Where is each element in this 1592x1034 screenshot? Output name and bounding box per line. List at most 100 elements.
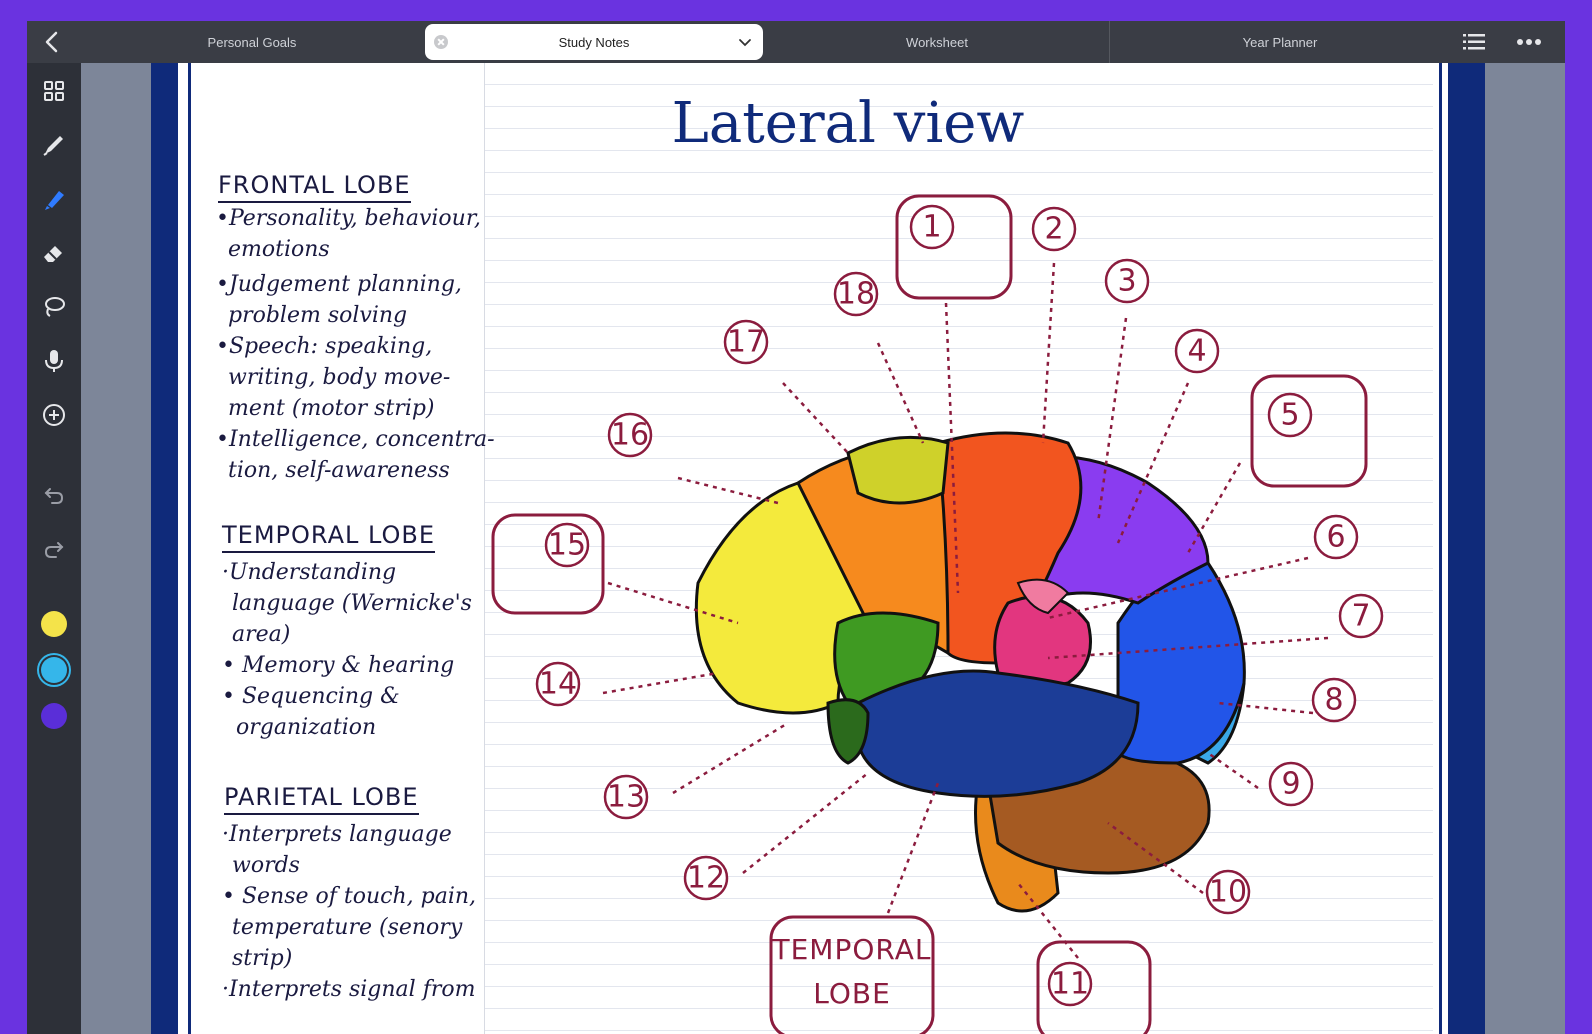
highlighter-icon xyxy=(45,191,64,210)
microphone-icon xyxy=(45,350,63,372)
temporal-box-line-2: LOBE xyxy=(813,977,891,1010)
note-line: •Personality, behaviour, xyxy=(216,206,481,231)
leader-line-9 xyxy=(1207,751,1259,790)
note-line: ·Interprets language xyxy=(222,822,452,847)
microphone-button[interactable] xyxy=(40,347,68,375)
leader-line-12 xyxy=(742,772,869,874)
note-line: tion, self-awareness xyxy=(228,458,450,483)
label-circle-17 xyxy=(723,319,769,365)
more-icon[interactable] xyxy=(1516,38,1542,46)
note-line: • Sequencing & xyxy=(222,684,400,709)
lasso-tool[interactable] xyxy=(40,293,68,321)
grid-button[interactable] xyxy=(40,77,68,105)
tab-study-notes[interactable]: Study Notes xyxy=(425,24,763,60)
label-box-1 xyxy=(895,194,1013,300)
label-text-1: 1 xyxy=(922,210,941,245)
brain-diagram: 1 2 3 4 5 6 7 8 9 10 11 12 13 14 15 16 1 xyxy=(491,194,1384,1034)
temporal-pole xyxy=(826,698,870,765)
notebook-page[interactable]: Lateral view FRONTAL LOBE •Personality, … xyxy=(178,63,1448,1034)
leader-line-18 xyxy=(876,342,925,444)
list-icon[interactable] xyxy=(1463,32,1485,52)
undo-button[interactable] xyxy=(40,481,68,509)
label-circle-11 xyxy=(1047,961,1093,1007)
temporal-lobe-heading: TEMPORAL LOBE xyxy=(222,521,436,553)
note-line: temperature (senory xyxy=(232,915,463,940)
grid-icon xyxy=(44,81,64,101)
app-window: Personal Goals Study Notes Worksheet Yea… xyxy=(27,21,1565,1034)
redo-icon xyxy=(44,542,64,558)
leader-line-13 xyxy=(672,721,789,795)
note-line: writing, body move- xyxy=(228,365,451,390)
tab-label: Worksheet xyxy=(906,34,968,50)
label-box-11 xyxy=(1036,940,1152,1034)
add-button[interactable] xyxy=(40,401,68,429)
note-line: •Intelligence, concentra- xyxy=(216,427,495,452)
label-circle-8 xyxy=(1311,677,1357,723)
tab-personal-goals[interactable]: Personal Goals xyxy=(87,21,417,63)
color-swatch-yellow[interactable] xyxy=(41,611,67,637)
label-text-11: 11 xyxy=(1051,967,1089,1002)
close-tab-icon[interactable] xyxy=(434,35,448,49)
leader-line-4 xyxy=(1116,382,1190,544)
label-text-17: 17 xyxy=(727,325,765,360)
label-circle-14 xyxy=(535,661,581,707)
label-box-5 xyxy=(1250,374,1368,488)
eraser-icon xyxy=(44,246,62,262)
note-line: emotions xyxy=(228,237,330,262)
label-text-12: 12 xyxy=(687,861,725,896)
pen-icon xyxy=(43,136,63,156)
leader-line-17 xyxy=(782,382,849,454)
chevron-down-icon[interactable] xyxy=(737,34,753,50)
note-line: • Memory & hearing xyxy=(222,653,455,678)
leader-line-temporal xyxy=(886,782,940,914)
chevron-left-icon xyxy=(45,31,58,53)
tool-sidebar xyxy=(27,63,81,1034)
note-line: ment (motor strip) xyxy=(228,396,435,421)
notebook-page-frame: Lateral view FRONTAL LOBE •Personality, … xyxy=(151,63,1485,1034)
add-icon xyxy=(43,404,65,426)
tab-bar: Personal Goals Study Notes Worksheet Yea… xyxy=(27,21,1565,63)
eraser-tool[interactable] xyxy=(40,239,68,267)
label-circle-16 xyxy=(607,412,653,458)
label-circle-15 xyxy=(544,522,590,568)
label-text-3: 3 xyxy=(1117,264,1136,299)
label-text-13: 13 xyxy=(607,780,645,815)
back-button[interactable] xyxy=(39,29,65,55)
page-border xyxy=(188,63,1442,1034)
note-line: area) xyxy=(232,622,291,647)
label-circle-12 xyxy=(683,855,729,901)
color-swatch-purple[interactable] xyxy=(41,703,67,729)
tab-label: Personal Goals xyxy=(207,34,297,50)
notes-column xyxy=(194,63,485,1034)
label-text-2: 2 xyxy=(1044,212,1063,247)
frontal-lobe-notes: •Personality, behaviour, emotions •Judge… xyxy=(216,203,495,486)
pen-tool[interactable] xyxy=(40,131,68,159)
tab-worksheet[interactable]: Worksheet xyxy=(767,21,1107,63)
highlighter-tool[interactable] xyxy=(40,185,68,213)
label-text-6: 6 xyxy=(1326,520,1345,555)
label-text-15: 15 xyxy=(548,528,586,563)
label-text-14: 14 xyxy=(539,667,577,702)
tab-year-planner[interactable]: Year Planner xyxy=(1109,21,1450,63)
label-text-8: 8 xyxy=(1324,683,1343,718)
leader-line-7 xyxy=(1047,636,1329,660)
note-line: ·Interprets signal from xyxy=(222,977,476,1002)
label-text-7: 7 xyxy=(1351,599,1370,634)
label-circle-13 xyxy=(603,774,649,820)
label-circle-7 xyxy=(1338,593,1384,639)
temporal-lobe-notes: ·Understanding language (Wernicke's area… xyxy=(222,557,472,743)
undo-icon xyxy=(44,488,64,504)
pink-small-region xyxy=(1016,578,1070,615)
leader-line-11 xyxy=(1017,882,1079,959)
redo-button[interactable] xyxy=(40,535,68,563)
parietal-lobe-heading: PARIETAL LOBE xyxy=(224,783,419,815)
color-swatch-cyan[interactable] xyxy=(41,657,67,683)
note-line: ·Understanding xyxy=(222,560,397,585)
temporal-lobe xyxy=(856,669,1140,798)
label-text-4: 4 xyxy=(1187,334,1206,369)
leader-line-1 xyxy=(944,302,960,594)
note-line: strip) xyxy=(232,946,293,971)
label-circle-3 xyxy=(1104,258,1150,304)
note-line: organization xyxy=(236,715,377,740)
label-box-temporal xyxy=(769,915,935,1034)
